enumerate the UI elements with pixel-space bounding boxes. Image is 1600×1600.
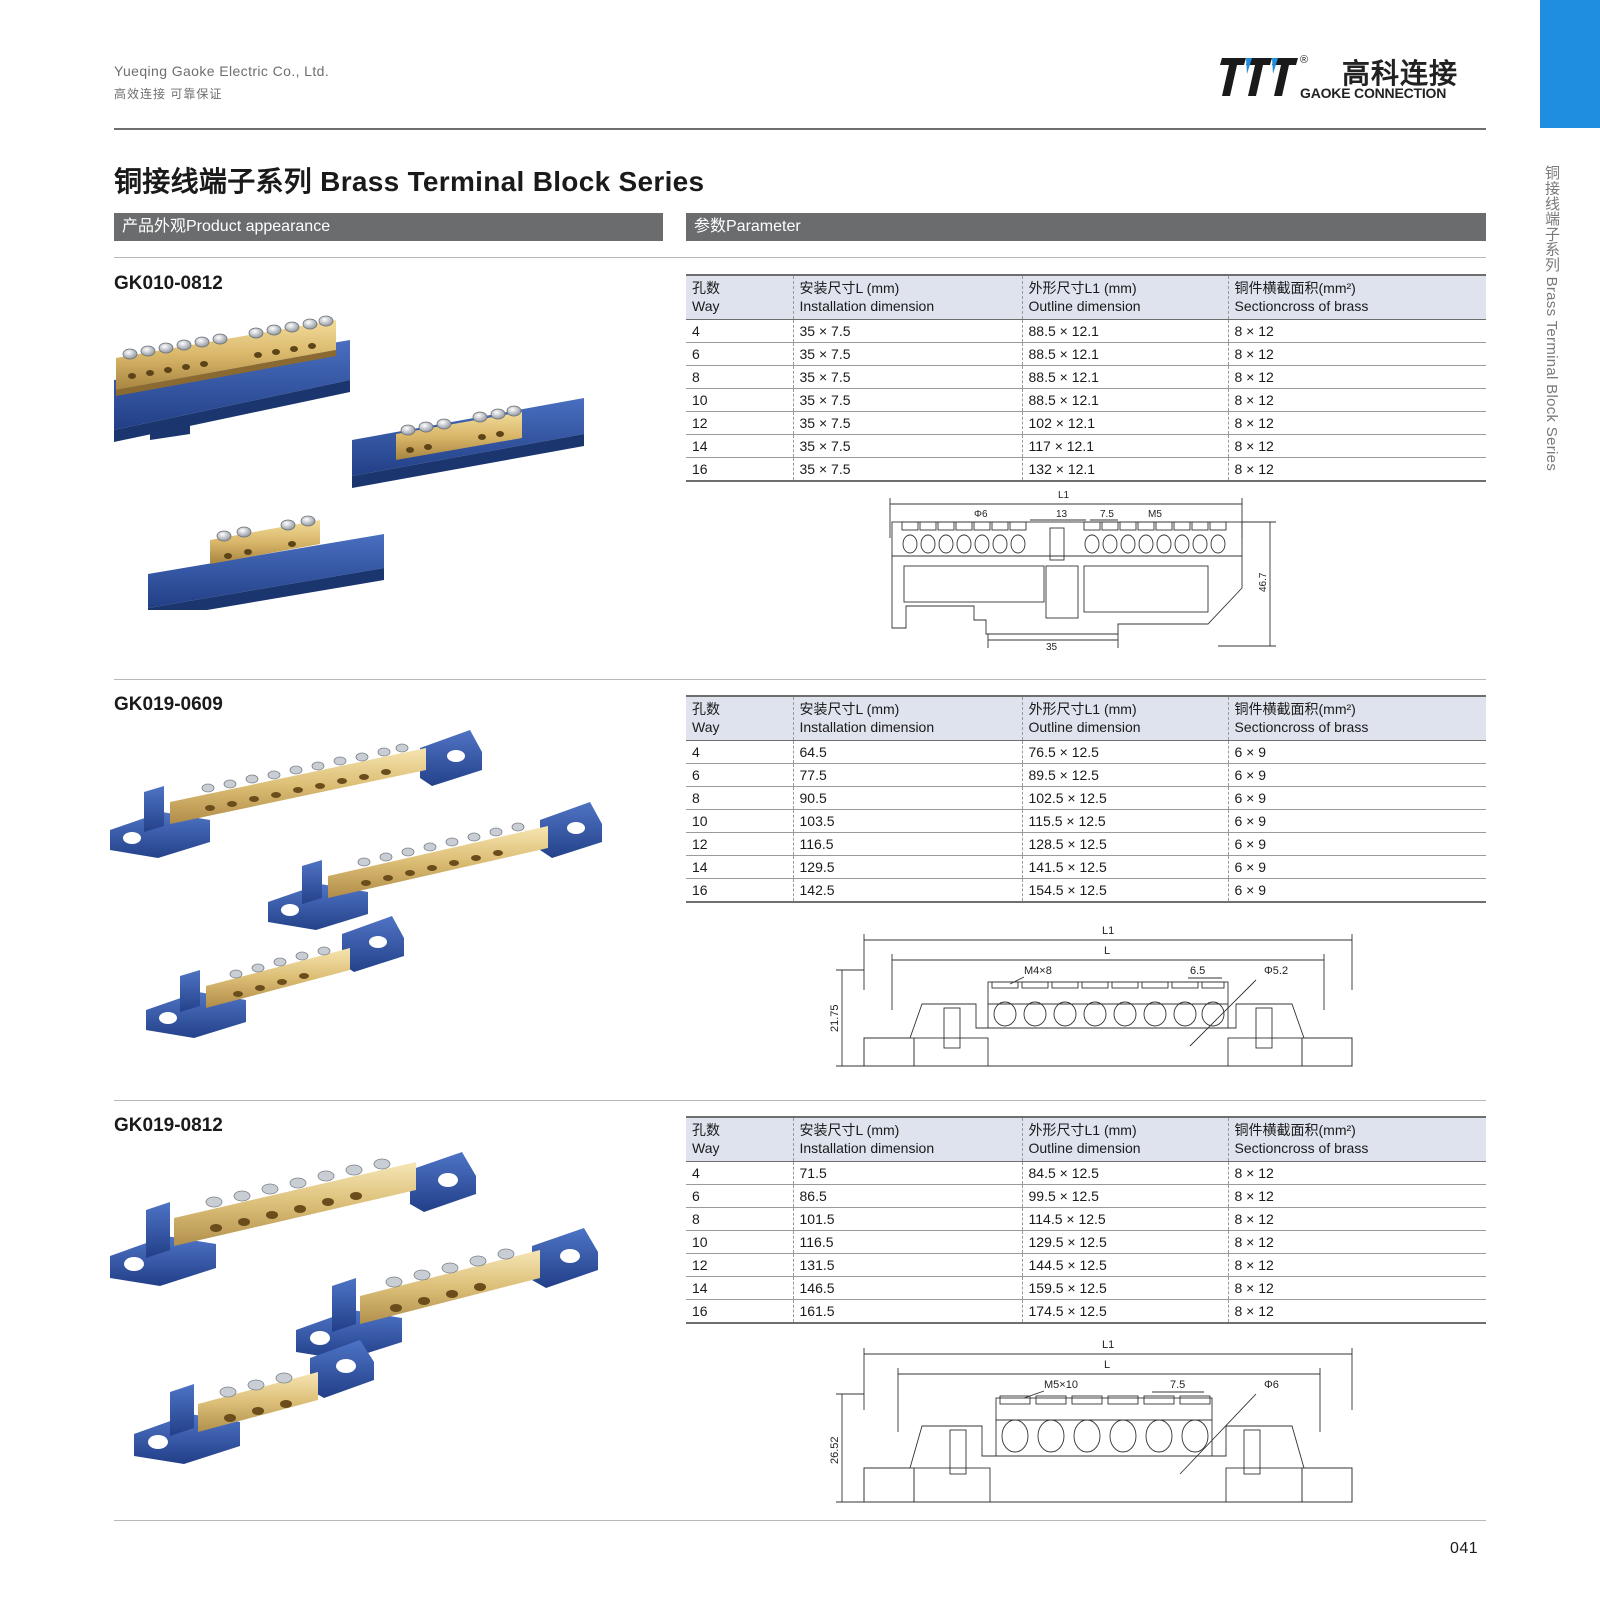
logo-english-text: GAOKE CONNECTION (1300, 85, 1447, 101)
column-header-outline: 外形尺寸L1 (mm)Outline dimension (1021, 1116, 1228, 1162)
company-slogan: 高效连接 可靠保证 (114, 87, 223, 101)
page-title: 铜接线端子系列 Brass Terminal Block Series (114, 166, 705, 197)
side-series-label: 铜接线端子系列 Brass Terminal Block Series (1543, 165, 1560, 472)
drawing-label-hole: Φ6 (974, 509, 988, 520)
drawing-label-hole: Φ5.2 (1264, 965, 1288, 977)
drawing-label-l1: L1 (1102, 925, 1114, 937)
model-title-3: GK019-0812 (114, 1115, 223, 1136)
company-name: Yueqing Gaoke Electric Co., Ltd. (114, 63, 330, 79)
drawing-label-pitch: 6.5 (1190, 965, 1205, 977)
technical-drawing-gk019-0812: L1 L M5×10 7.5 Φ6 26.52 (829, 1339, 1353, 1503)
column-header-outline: 外形尺寸L1 (mm)Outline dimension (1021, 695, 1228, 741)
registered-mark: ® (1300, 54, 1309, 66)
drawing-label-height: 21.75 (829, 1004, 841, 1032)
section-bar-appearance: 产品外观Product appearance (114, 213, 663, 241)
column-header-section: 铜件横截面积(mm²)Sectioncross of brass (1227, 274, 1486, 320)
header-divider (114, 128, 1486, 130)
product-photo-gk010-0812 (114, 315, 584, 610)
brand-logo: ® 高科连接 GAOKE CONNECTION (1216, 52, 1488, 102)
page-number: 041 (1450, 1540, 1479, 1557)
column-header-section: 铜件横截面积(mm²)Sectioncross of brass (1227, 1116, 1486, 1162)
drawing-label-height: 26.52 (829, 1436, 841, 1464)
model-title-2: GK019-0609 (114, 694, 223, 715)
side-accent-tab (1540, 0, 1600, 128)
section-divider-3 (114, 1100, 1486, 1101)
model-title-1: GK010-0812 (114, 273, 223, 294)
technical-drawing-gk010-0812: L1 Φ6 13 7.5 M5 35 46.7 (889, 490, 1276, 653)
drawing-label-l: L (1104, 945, 1110, 957)
product-photo-gk019-0812 (110, 1152, 598, 1464)
drawing-label-screw: M4×8 (1024, 965, 1052, 977)
product-photo-gk019-0609 (110, 730, 602, 1038)
section-divider-1 (114, 257, 1486, 258)
drawing-label-pitch-b: 7.5 (1100, 509, 1114, 520)
drawing-label-height: 46.7 (1258, 572, 1269, 592)
technical-drawing-gk019-0609: L1 L M4×8 6.5 Φ5.2 21.75 (829, 925, 1353, 1067)
drawing-label-screw: M5×10 (1044, 1379, 1078, 1391)
drawing-label-l1: L1 (1058, 490, 1070, 501)
drawing-label-mount: 35 (1046, 642, 1058, 653)
drawing-label-pitch: 7.5 (1170, 1379, 1185, 1391)
logo-chinese-text: 高科连接 (1342, 57, 1459, 90)
drawing-label-l1: L1 (1102, 1339, 1114, 1351)
drawing-label-screw: M5 (1148, 509, 1162, 520)
drawing-label-l: L (1104, 1359, 1110, 1371)
column-header-outline: 外形尺寸L1 (mm)Outline dimension (1021, 274, 1228, 320)
section-divider-2 (114, 679, 1486, 680)
column-header-installation: 安装尺寸L (mm)Installation dimension (792, 1116, 1022, 1162)
column-header-section: 铜件横截面积(mm²)Sectioncross of brass (1227, 695, 1486, 741)
ttt-logo-icon (1220, 58, 1298, 96)
section-bar-parameter: 参数Parameter (686, 213, 1486, 241)
drawing-label-hole: Φ6 (1264, 1379, 1279, 1391)
footer-divider (114, 1520, 1486, 1521)
drawing-label-pitch-a: 13 (1056, 509, 1068, 520)
column-header-installation: 安装尺寸L (mm)Installation dimension (792, 695, 1022, 741)
column-header-installation: 安装尺寸L (mm)Installation dimension (792, 274, 1022, 320)
